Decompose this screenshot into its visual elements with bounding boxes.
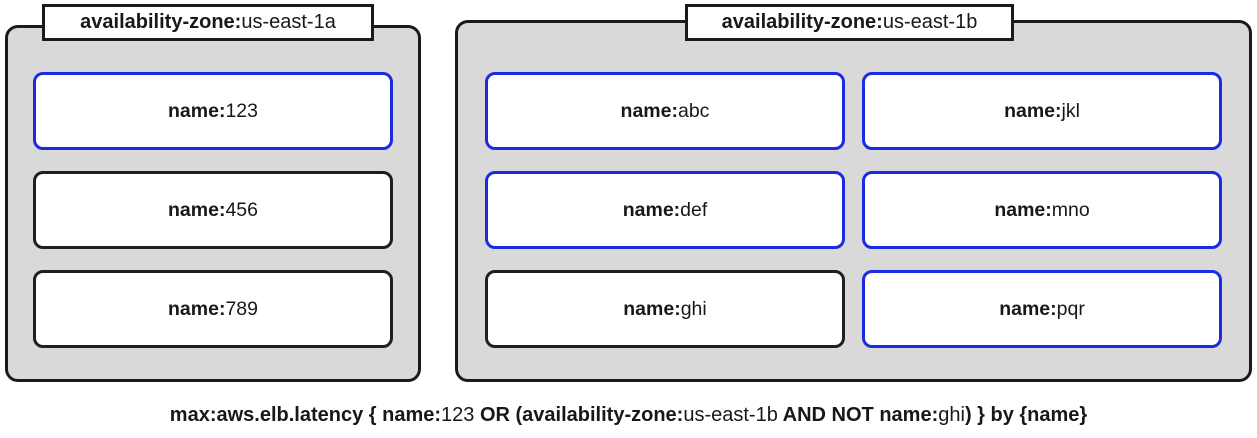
host-box: name:mno xyxy=(862,171,1222,249)
host-box-value: 456 xyxy=(225,198,258,221)
host-box: name:123 xyxy=(33,72,393,150)
host-box-value: jkl xyxy=(1061,99,1080,122)
host-box: name:789 xyxy=(33,270,393,348)
host-box-value: 789 xyxy=(225,297,258,320)
host-box-key: name: xyxy=(620,99,678,122)
host-box-value: pqr xyxy=(1056,297,1085,320)
host-box: name:ghi xyxy=(485,270,845,348)
query-caption: max:aws.elb.latency { name:123 OR (avail… xyxy=(169,404,1088,426)
host-box-key: name: xyxy=(168,198,226,221)
zone-a-host-list: name:123 name:456 name:789 xyxy=(33,72,393,348)
host-box-key: name: xyxy=(623,297,681,320)
zone-label-key: availability-zone: xyxy=(721,11,883,33)
host-box: name:jkl xyxy=(862,72,1222,150)
host-box: name:456 xyxy=(33,171,393,249)
host-box: name:def xyxy=(485,171,845,249)
host-box: name:abc xyxy=(485,72,845,150)
host-box: name:pqr xyxy=(862,270,1222,348)
zone-b-host-grid: name:abc name:jkl name:def name:mno name… xyxy=(485,72,1222,348)
host-box-value: ghi xyxy=(680,297,707,320)
host-box-value: 123 xyxy=(225,99,258,122)
zone-label-us-east-1b: availability-zone:us-east-1b xyxy=(685,4,1014,41)
host-box-key: name: xyxy=(1004,99,1062,122)
host-box-key: name: xyxy=(168,297,226,320)
zone-label-value: us-east-1b xyxy=(882,11,978,33)
host-box-value: def xyxy=(680,198,708,221)
host-box-key: name: xyxy=(999,297,1057,320)
host-box-key: name: xyxy=(622,198,681,221)
zone-label-us-east-1a: availability-zone:us-east-1a xyxy=(42,4,374,41)
host-box-key: name: xyxy=(994,198,1052,221)
zone-panel-us-east-1b: name:abc name:jkl name:def name:mno name… xyxy=(455,20,1252,382)
zone-label-value: us-east-1a xyxy=(241,11,336,33)
host-box-value: mno xyxy=(1051,198,1090,221)
zone-label-key: availability-zone: xyxy=(80,11,242,33)
host-box-key: name: xyxy=(168,99,226,122)
zone-panel-us-east-1a: name:123 name:456 name:789 xyxy=(5,25,421,382)
host-box-value: abc xyxy=(677,99,710,122)
